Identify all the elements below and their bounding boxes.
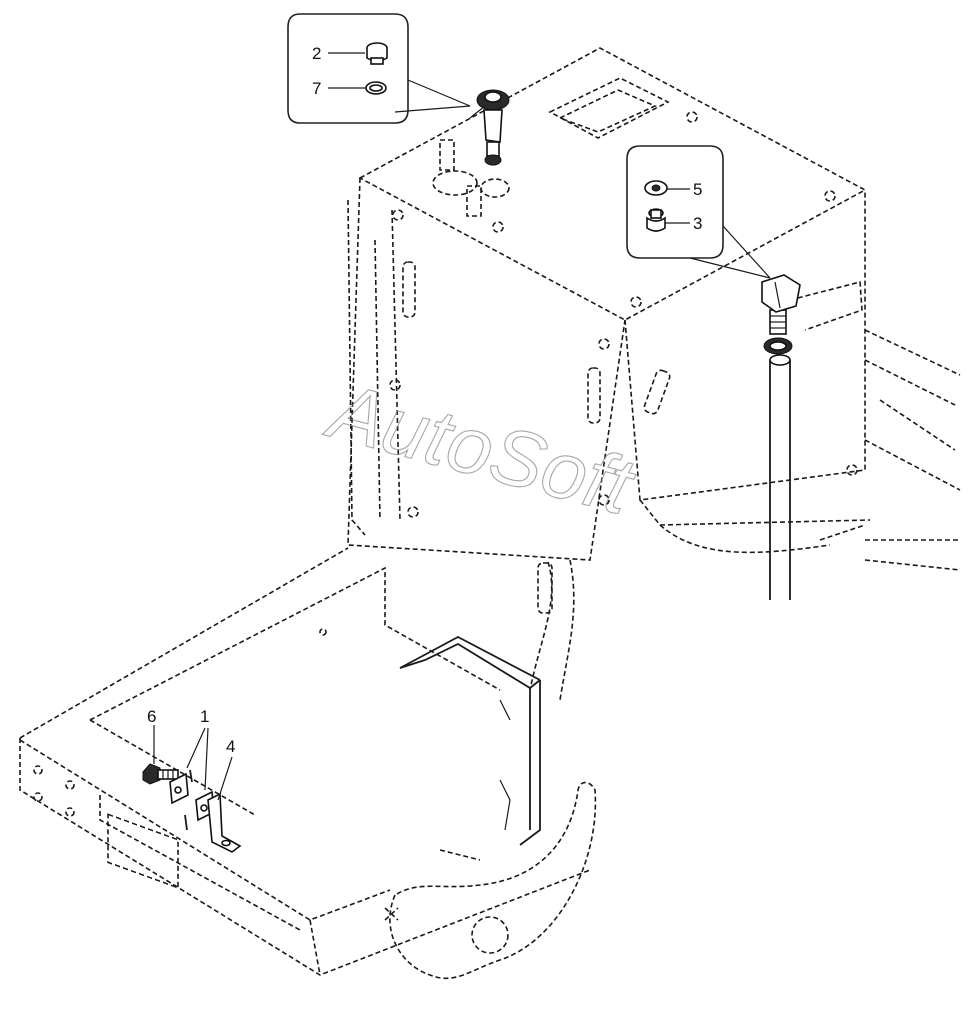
part-label-1: 1 xyxy=(200,707,209,726)
filler-neck-assembly xyxy=(469,89,510,198)
callout-label-3: 3 xyxy=(693,214,702,233)
bolt-and-brackets: 6 1 4 xyxy=(142,707,242,853)
base-frame xyxy=(19,547,597,980)
part-label-4: 4 xyxy=(226,737,235,756)
callout-label-5: 5 xyxy=(693,180,702,199)
watermark: AutoSoft xyxy=(318,365,644,532)
tank-outline xyxy=(347,47,961,701)
o-ring-icon xyxy=(365,81,387,95)
part-label-6: 6 xyxy=(147,707,156,726)
callout-box-right: 5 3 xyxy=(626,145,771,279)
bolt-icon xyxy=(142,763,179,785)
support-bracket-icon xyxy=(207,792,242,853)
plug-icon xyxy=(646,208,666,232)
drain-pipe xyxy=(761,274,801,600)
callout-label-7: 7 xyxy=(312,79,321,98)
callout-box-top: 2 7 xyxy=(287,13,471,124)
plug-cap-icon xyxy=(366,42,388,65)
callout-label-2: 2 xyxy=(312,44,321,63)
washer-icon xyxy=(644,180,668,196)
battery-bracket xyxy=(399,635,541,846)
